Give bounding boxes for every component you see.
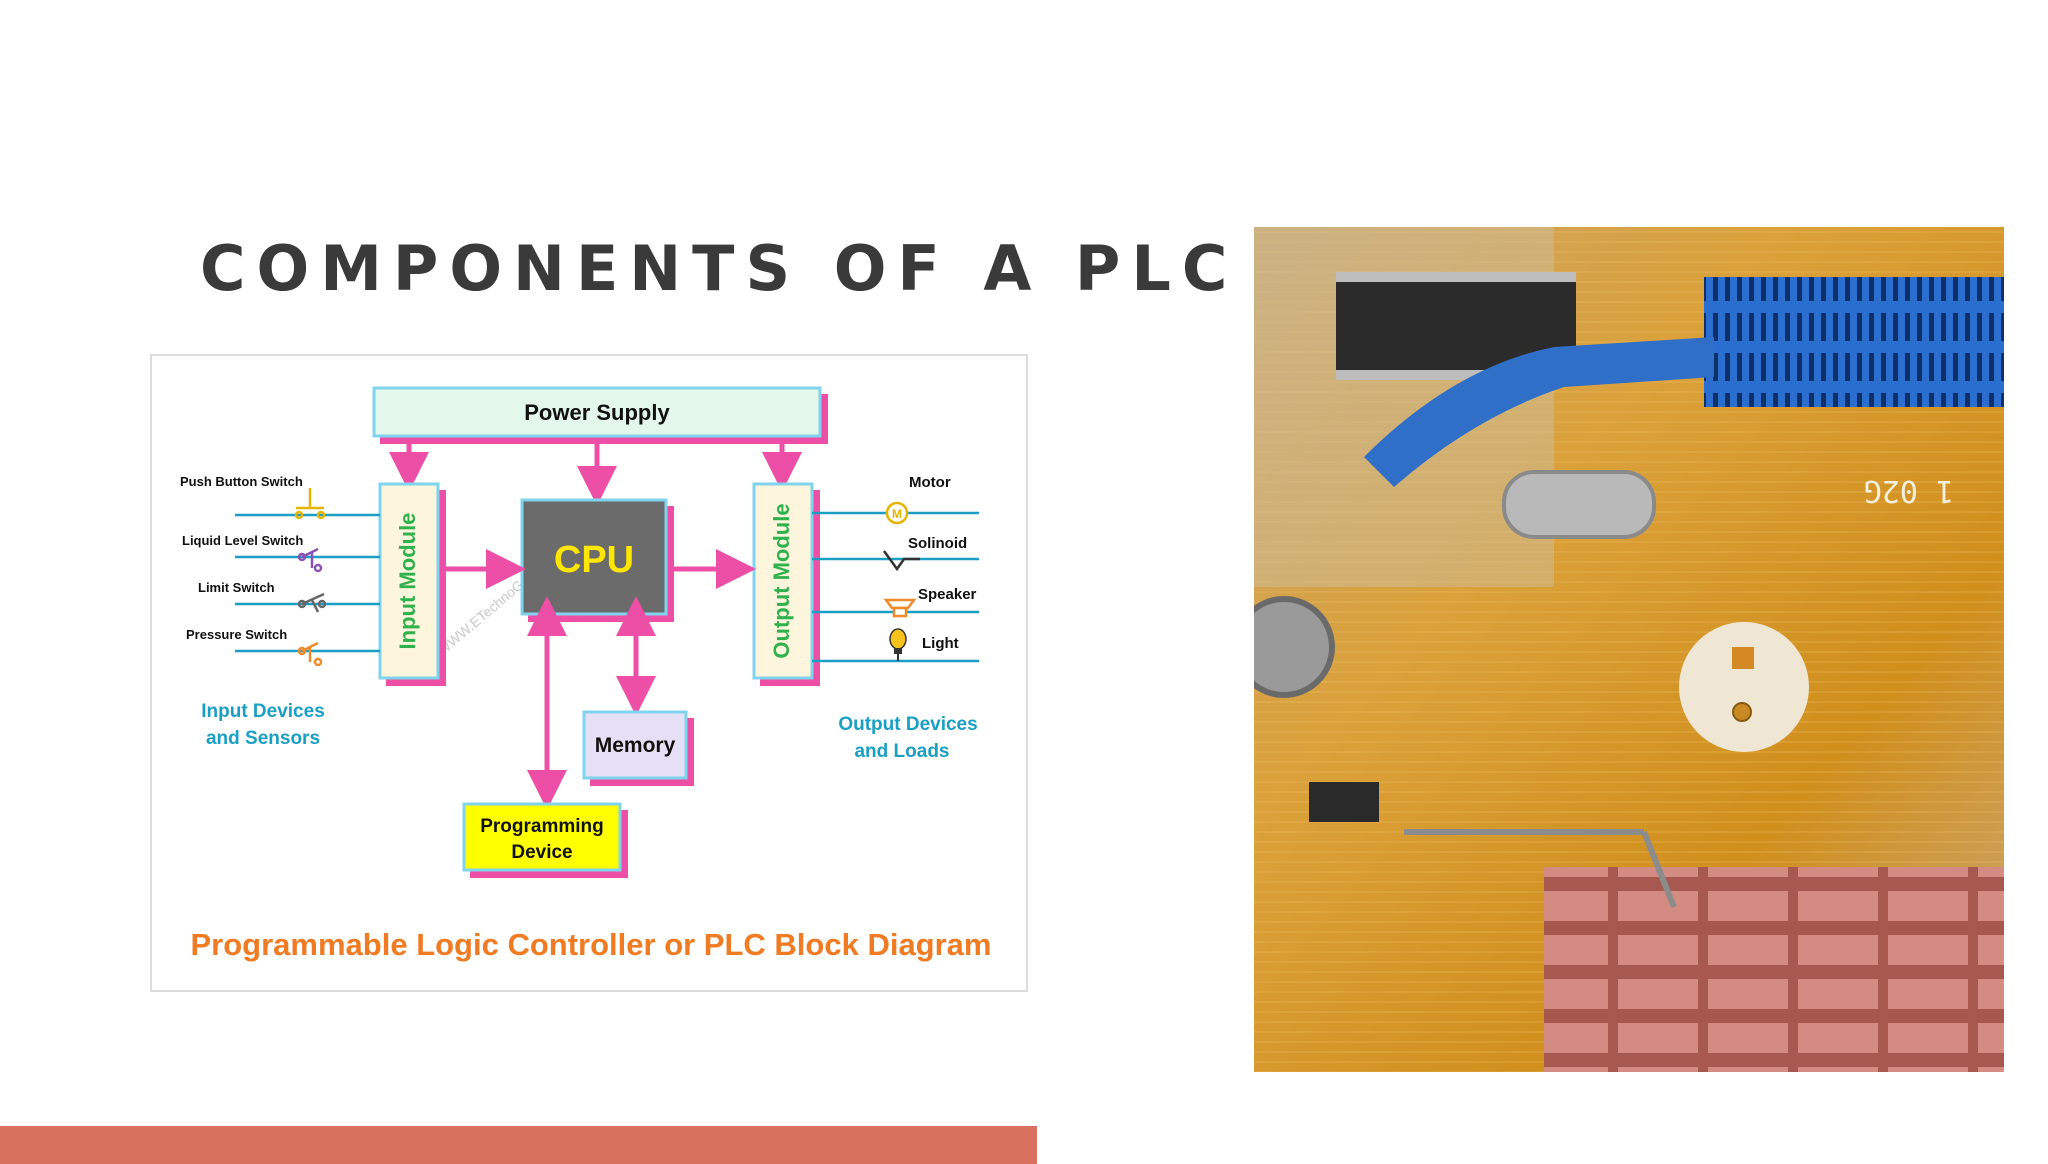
programming-device-label-line2: Device (511, 842, 572, 863)
accent-bar (0, 1126, 1037, 1164)
solenoid-icon (882, 550, 920, 572)
output-label-light: Light (922, 635, 959, 652)
power-connectors (389, 444, 802, 506)
output-module-label: Output Module (769, 503, 794, 658)
speaker-icon (883, 598, 917, 618)
input-group-label-line1: Input Devices (201, 701, 325, 722)
silkscreen-text: 1 02G (1864, 473, 1954, 508)
programming-device-label-line1: Programming (480, 816, 604, 837)
output-label-speaker: Speaker (918, 586, 977, 603)
programming-device-block: Programming Device (462, 802, 628, 878)
input-module-label: Input Module (395, 513, 420, 650)
push-button-switch-icon (294, 488, 326, 520)
circuit-board-photo: 1 02G (1254, 227, 2004, 1072)
slide-title: COMPONENTS OF A PLC (200, 232, 1239, 305)
input-group-label-line2: and Sensors (206, 728, 320, 749)
motor-icon: M (885, 501, 909, 525)
input-label-limit: Limit Switch (198, 580, 275, 595)
input-label-liquid-level: Liquid Level Switch (182, 533, 303, 548)
limit-switch-icon (297, 592, 327, 613)
diagram-caption: Programmable Logic Controller or PLC Blo… (191, 927, 992, 962)
output-module-block: Output Module (752, 482, 820, 686)
input-wires (235, 513, 380, 653)
power-supply-label: Power Supply (524, 400, 670, 425)
memory-block: Memory (582, 710, 694, 786)
plc-block-diagram: WWW.ETechnoG.COM Power Supply Input Modu… (150, 354, 1028, 992)
output-group-label-line2: and Loads (854, 741, 949, 762)
input-label-pressure: Pressure Switch (186, 627, 287, 642)
liquid-level-switch-icon (297, 547, 323, 573)
memory-label: Memory (595, 734, 676, 757)
pressure-switch-icon (297, 641, 323, 667)
output-label-solenoid: Solinoid (908, 535, 967, 552)
power-supply-block: Power Supply (372, 386, 828, 444)
svg-text:M: M (892, 507, 902, 521)
cpu-label: CPU (554, 539, 634, 581)
input-label-push-button: Push Button Switch (180, 474, 303, 489)
data-flow-arrows (446, 549, 756, 810)
cpu-block: CPU (520, 498, 674, 622)
output-group-label-line1: Output Devices (838, 714, 977, 735)
input-module-block: Input Module (378, 482, 446, 686)
light-bulb-icon (889, 628, 907, 661)
output-label-motor: Motor (909, 474, 951, 491)
